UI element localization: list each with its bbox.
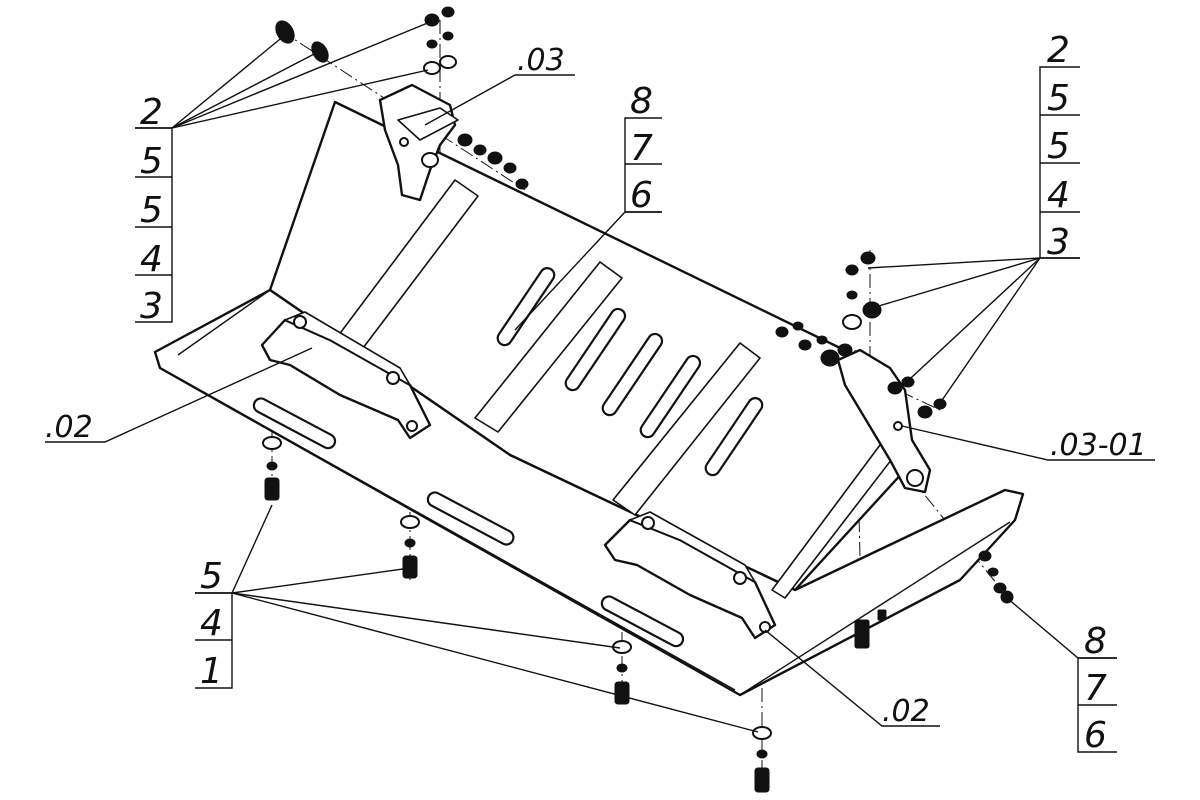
callout-bl-3: 1 xyxy=(200,651,223,692)
callout-tr-3: 5 xyxy=(1047,126,1070,167)
callout-mount-left: .02 xyxy=(45,410,93,445)
callout-tl-4: 4 xyxy=(140,239,163,280)
slot-floor-1 xyxy=(252,397,337,450)
callout-tr-2: 5 xyxy=(1047,78,1070,119)
slot-panel-4 xyxy=(639,354,702,439)
leader-lines xyxy=(45,21,1155,733)
callout-mount-right: .02 xyxy=(882,694,930,729)
hardware-top-right xyxy=(842,251,882,330)
callout-center-1: 8 xyxy=(630,81,653,122)
callout-tl-2: 5 xyxy=(140,141,163,182)
bracket-right xyxy=(836,348,932,494)
callout-bl-2: 4 xyxy=(200,603,223,644)
slot-panel-1 xyxy=(496,267,556,347)
callout-tr-5: 3 xyxy=(1047,222,1070,263)
callout-center-3: 6 xyxy=(630,175,653,216)
mount-block-left xyxy=(260,311,432,440)
hardware-right-bolts xyxy=(775,321,947,419)
callout-center-2: 7 xyxy=(630,128,653,169)
callout-tl-5: 3 xyxy=(140,286,163,327)
callout-tl-1: 2 xyxy=(140,92,163,133)
hardware-top-bracket-bolts xyxy=(457,133,529,190)
callout-br-3: 6 xyxy=(1084,715,1107,756)
slot-panel-3 xyxy=(601,332,664,417)
slot-floor-2 xyxy=(426,491,515,546)
callout-br-1: 8 xyxy=(1084,621,1107,662)
callout-bracket-right: .03-01 xyxy=(1050,428,1147,463)
callout-bracket-top: .03 xyxy=(517,43,565,78)
rib-3 xyxy=(612,342,761,516)
hardware-bottom-right xyxy=(854,550,1014,649)
callout-bl-1: 5 xyxy=(200,556,223,597)
callout-br-2: 7 xyxy=(1084,668,1107,709)
rib-2 xyxy=(474,261,623,433)
callout-tl-3: 5 xyxy=(140,190,163,231)
mount-block-right xyxy=(603,511,777,640)
slot-panel-5 xyxy=(704,397,764,477)
slot-floor-3 xyxy=(600,595,685,648)
callout-tr-4: 4 xyxy=(1047,175,1070,216)
callout-labels: 2 5 5 4 3 2 5 5 4 3 8 7 6 5 4 1 8 7 6 .0… xyxy=(45,30,1147,756)
callout-frames xyxy=(135,66,1117,753)
hardware-bottom-bolts xyxy=(262,436,772,793)
callout-tr-1: 2 xyxy=(1047,30,1070,71)
slot-panel-2 xyxy=(564,307,627,392)
